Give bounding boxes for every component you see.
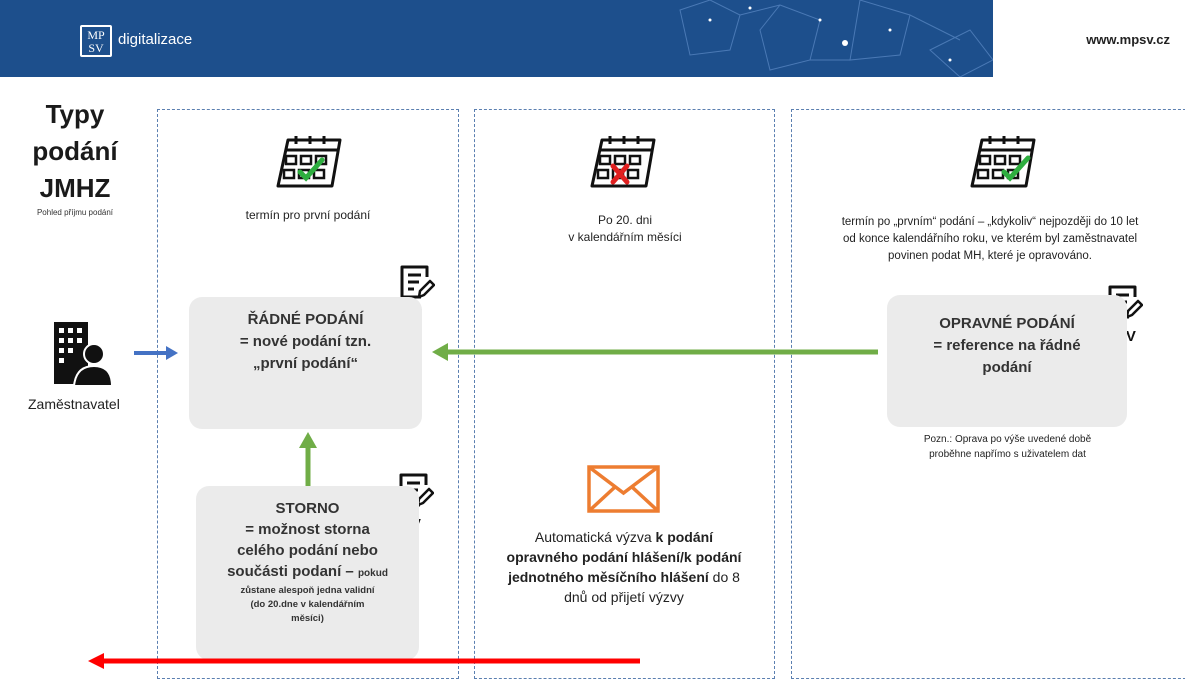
auto-notice-text: Automatická výzva k podání opravného pod… — [506, 529, 742, 605]
regular-filing-box: ŘÁDNÉ PODÁNÍ = nové podání tzn. „první p… — [189, 297, 422, 429]
calendar-check-icon — [276, 136, 342, 188]
envelope-icon — [587, 465, 660, 513]
red-arrow-left — [88, 653, 640, 669]
correction-note: Pozn.: Oprava po výše uvedené době probě… — [923, 434, 1092, 460]
office-person-icon — [54, 322, 112, 387]
employer-label: Zaměstnavatel — [28, 396, 120, 412]
mpsv-logo: MP SV — [80, 25, 112, 57]
page-title: Typy podání JMHZ — [32, 99, 118, 203]
website-url[interactable]: www.mpsv.cz — [1086, 32, 1170, 47]
green-arrow-up — [299, 432, 317, 486]
first-filing-deadline: termín pro první podání — [245, 208, 371, 222]
correction-filing-box: OPRAVNÉ PODÁNÍ = reference na řádné podá… — [887, 295, 1127, 427]
network-decoration-icon — [679, 0, 993, 77]
blue-arrow — [134, 346, 178, 360]
green-arrow-left — [432, 343, 878, 361]
correction-deadline-text: termín po „prvním“ podání – „kdykoliv“ n… — [841, 216, 1139, 262]
document-edit-icon — [400, 265, 435, 299]
storno-box: STORNO = možnost storna celého podání ne… — [196, 486, 419, 660]
calendar-cross-icon — [590, 136, 656, 188]
after-20th-label: Po 20. dni v kalendářním měsíci — [568, 213, 682, 244]
header-banner: MP SV digitalizace — [0, 0, 993, 77]
page-subtitle: Pohled příjmu podání — [36, 208, 114, 217]
calendar-check-icon — [970, 136, 1036, 188]
logo-text: digitalizace — [118, 31, 193, 48]
